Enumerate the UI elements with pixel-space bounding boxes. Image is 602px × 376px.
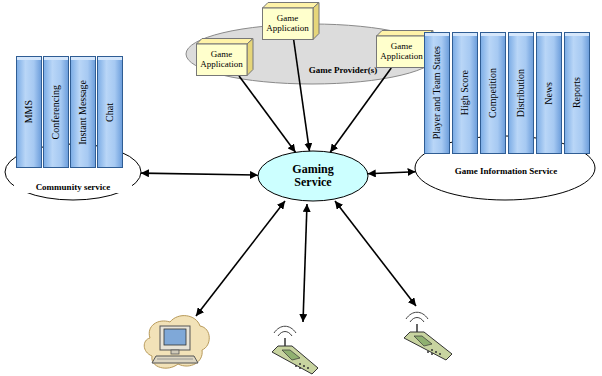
bar-label: MMS	[24, 100, 35, 123]
box-front-face	[263, 8, 314, 40]
service-bar: Player and Team States	[424, 32, 450, 154]
bar-label: High Score	[460, 70, 471, 115]
provider-group: Game Provider(s)Game ApplicationGame App…	[184, 4, 440, 86]
bar-label: Reports	[572, 77, 583, 108]
service-bar: MMS	[16, 56, 42, 168]
service-bar: News	[536, 32, 562, 154]
service-bar: Distribution	[508, 32, 534, 154]
group-label: Game Provider(s)	[302, 66, 384, 76]
connector-arrow	[141, 173, 258, 175]
bar-label: Player and Team States	[432, 46, 443, 139]
box-front-face	[377, 36, 428, 68]
service-bar: Chat	[97, 56, 123, 168]
service-bar: Reports	[564, 32, 590, 154]
mobile-phone-icon	[404, 312, 452, 360]
group-label: Game Information Service	[435, 167, 577, 177]
connector-arrow	[239, 76, 295, 152]
computer-icon	[144, 316, 209, 369]
bar-label: News	[544, 82, 555, 105]
service-bar: Instant Message	[70, 56, 96, 168]
bar-label: Instant Message	[78, 80, 89, 145]
ellipse-outline	[258, 151, 368, 201]
box-side-face	[247, 39, 253, 76]
box-label: Game Application	[198, 46, 245, 74]
box-top-face	[263, 3, 320, 9]
device-arrows	[196, 201, 416, 322]
box-top-face	[197, 39, 254, 45]
service-bar: Conferencing	[43, 56, 69, 168]
game-application-box: Game Application	[196, 38, 254, 76]
bar-label: Conferencing	[51, 85, 62, 139]
gaming-service-ellipse: Gaming Service	[257, 150, 369, 202]
node-label: Gaming Service	[277, 163, 349, 189]
info-service-group: Game Information Service Player and Team …	[413, 30, 599, 202]
bar-label: Competition	[488, 68, 499, 118]
box-front-face	[197, 44, 248, 76]
connector-arrow	[368, 172, 416, 174]
community-service-group: Community service MMS Conferencing Instant …	[4, 52, 142, 202]
box-label: Game Application	[378, 38, 425, 66]
group-label: Community service	[14, 183, 132, 193]
bar-label: Chat	[105, 103, 116, 122]
box-side-face	[313, 3, 319, 40]
service-bar: Competition	[480, 32, 506, 154]
mobile-phone-icon	[272, 326, 318, 374]
box-label: Game Application	[264, 10, 311, 38]
game-application-box: Game Application	[262, 2, 320, 40]
service-bar: High Score	[452, 32, 478, 154]
bar-label: Distribution	[516, 69, 527, 117]
